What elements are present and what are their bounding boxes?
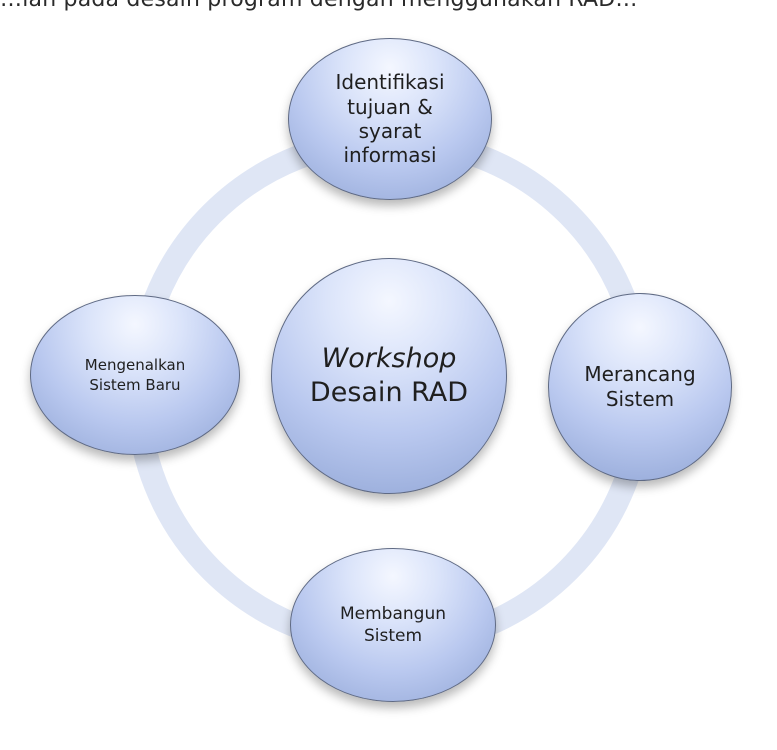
right-node-line1: Merancang xyxy=(584,362,696,386)
center-node-workshop-desain-rad: Workshop Desain RAD xyxy=(271,258,507,494)
left-node-line2: Sistem Baru xyxy=(89,376,181,394)
center-node-line1: Workshop xyxy=(321,343,457,375)
left-node-mengenalkan-sistem-baru: Mengenalkan Sistem Baru xyxy=(30,295,240,455)
top-node-line3: syarat xyxy=(358,119,422,143)
top-node-identifikasi: Identifikasi tujuan & syarat informasi xyxy=(288,38,492,200)
top-node-line2: tujuan & xyxy=(347,94,433,119)
center-node-line2: Desain RAD xyxy=(309,377,469,408)
top-node-line1: Identifikasi xyxy=(335,70,445,95)
top-node-line4: informasi xyxy=(343,143,437,168)
top-caption-cropped: …lah pada desain program dengan mengguna… xyxy=(0,0,777,12)
bottom-node-membangun-sistem: Membangun Sistem xyxy=(290,548,496,702)
left-node-line1: Mengenalkan xyxy=(84,355,186,374)
bottom-node-line1: Membangun xyxy=(339,603,446,624)
bottom-node-line2: Sistem xyxy=(363,626,423,646)
right-node-line2: Sistem xyxy=(605,387,675,411)
right-node-merancang-sistem: Merancang Sistem xyxy=(548,293,732,481)
